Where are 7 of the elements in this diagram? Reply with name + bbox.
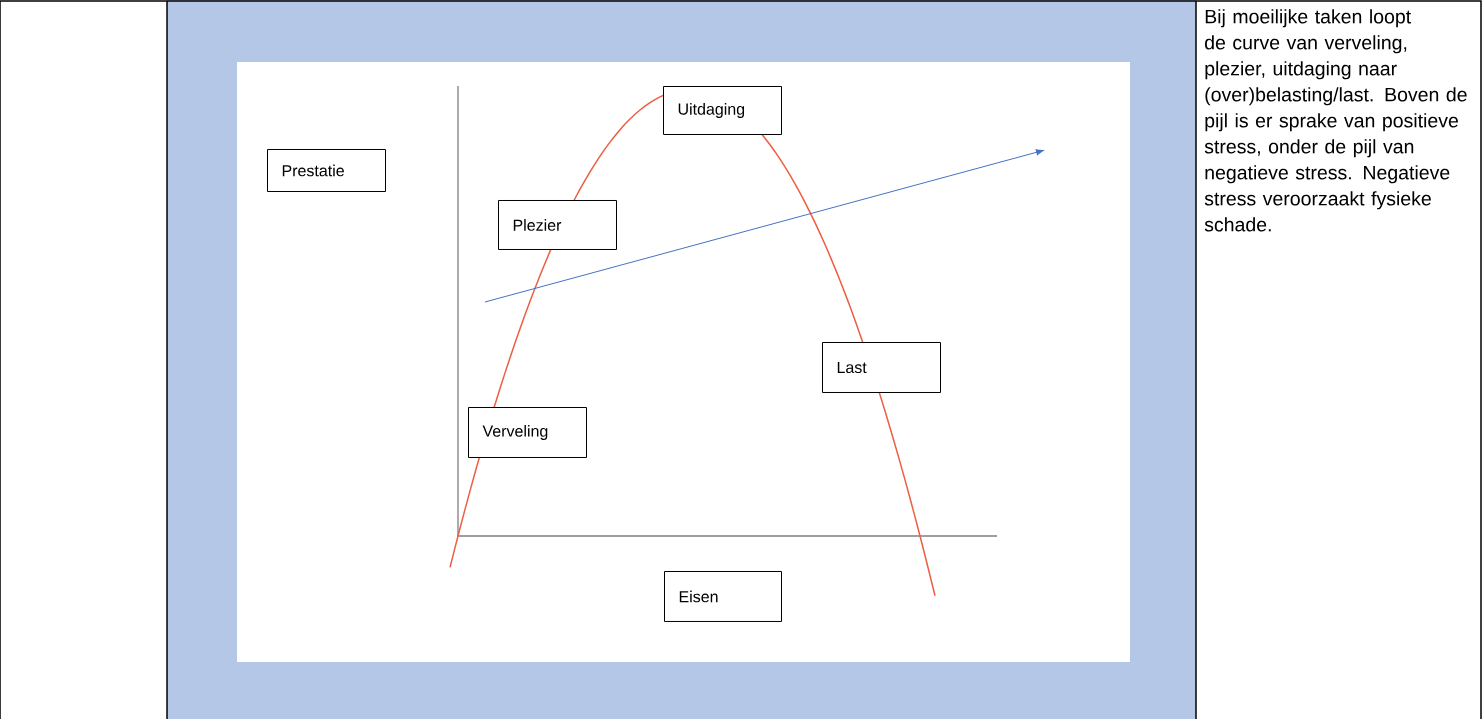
- label-box: Last: [822, 342, 941, 393]
- description-text: Bij moeilijke taken loopt de curve van verveling, plezier, uitdaging naar (over)belasting/last. Boven de pijl is er sprake van positieve stress, onder de pijl van negatieve stress. Negatieve stress veroorzaakt fysieke schade.: [1204, 9, 1467, 232]
- label-box: Uitdaging: [663, 86, 782, 135]
- label-box: Eisen: [664, 571, 782, 622]
- label-box: Plezier: [498, 200, 617, 250]
- label-box: Prestatie: [267, 149, 386, 192]
- label-box: Verveling: [468, 407, 587, 458]
